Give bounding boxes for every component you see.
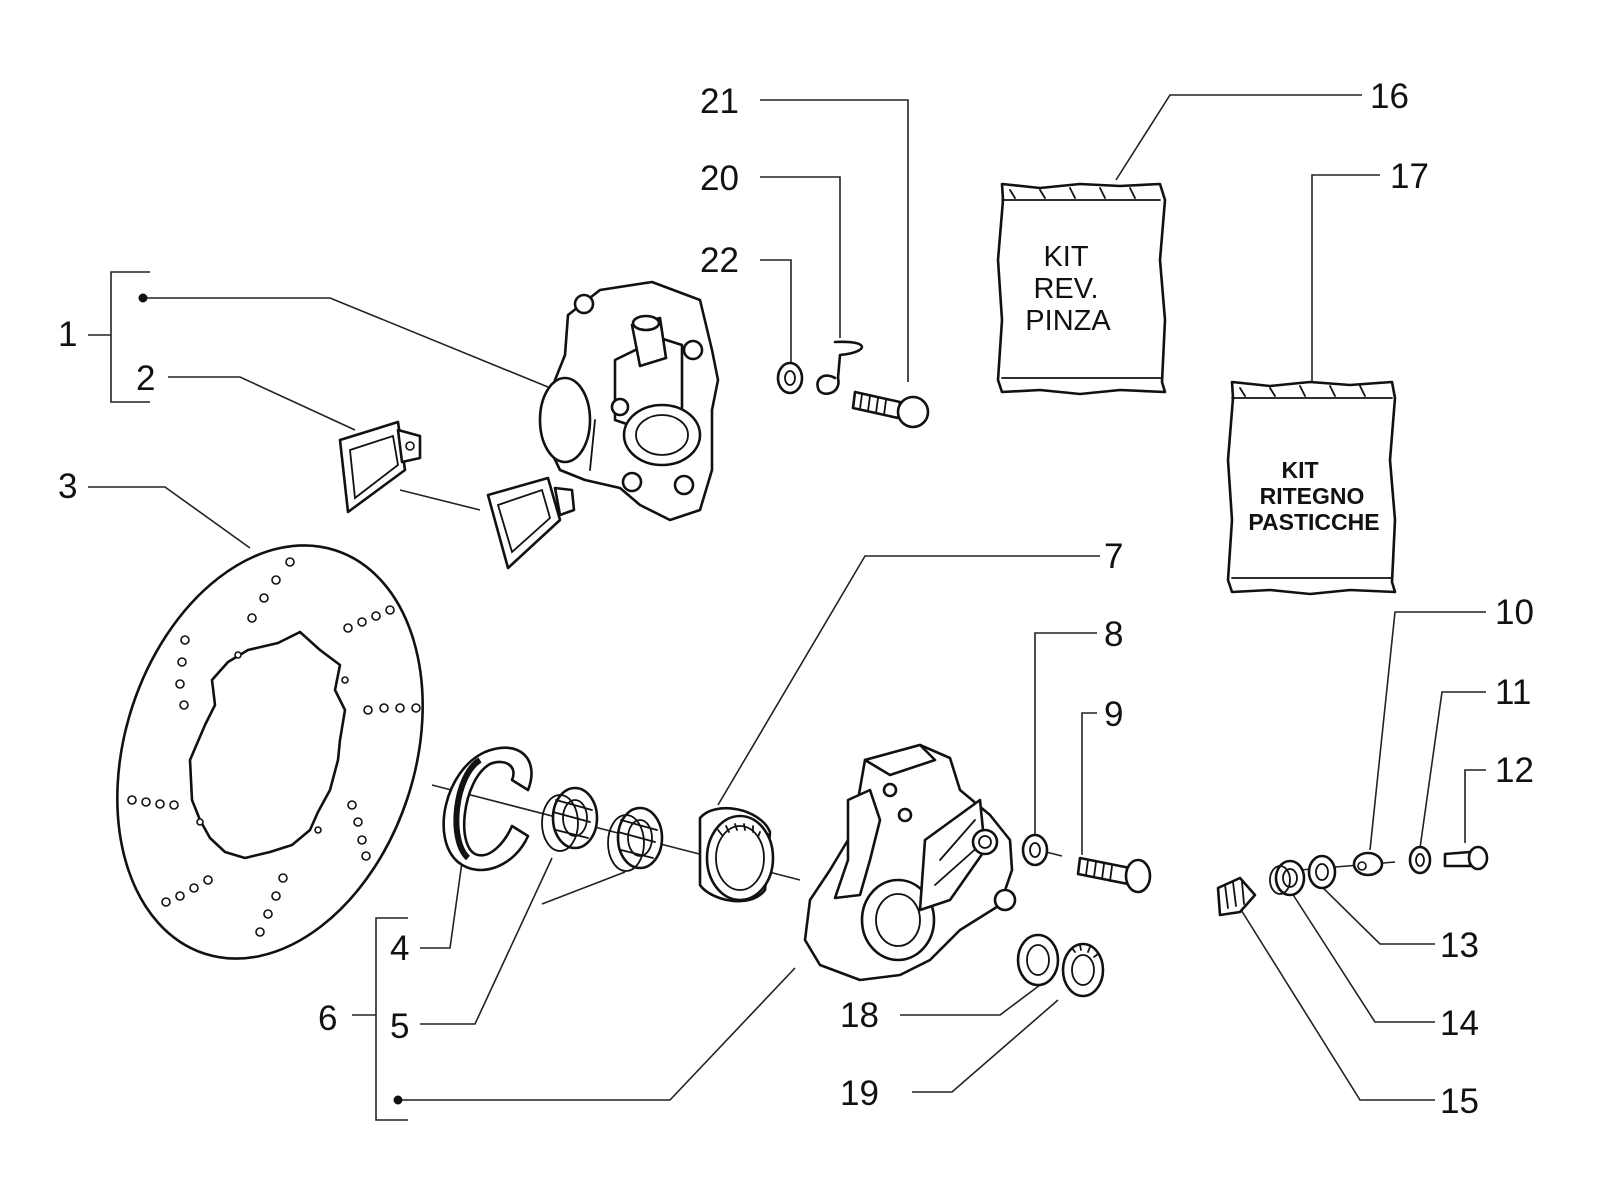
- kit17-line1: KIT: [1281, 457, 1318, 483]
- callout-9: 9: [1104, 695, 1123, 734]
- brake-pads-icon: [338, 420, 576, 570]
- caliper-fasteners: [776, 340, 930, 429]
- oil-seal-icon: [442, 746, 533, 872]
- parts-bag-kit16: KIT REV. PINZA: [996, 182, 1167, 396]
- callout-13: 13: [1440, 926, 1479, 965]
- callout-22: 22: [700, 241, 739, 280]
- hub-bolt-icon: [1021, 833, 1152, 894]
- seal-rings-icon: [1016, 933, 1105, 998]
- callout-10: 10: [1495, 593, 1534, 632]
- callout-16: 16: [1370, 77, 1409, 116]
- kit17-line2: RITEGNO: [1260, 483, 1365, 509]
- bearings-icon: [541, 786, 664, 872]
- callout-4: 4: [390, 929, 409, 968]
- callout-21: 21: [700, 82, 739, 121]
- callout-17: 17: [1390, 157, 1429, 196]
- leader-lines: [88, 94, 1486, 1121]
- callout-20: 20: [700, 159, 739, 198]
- sensor-parts-icon: [1216, 845, 1489, 917]
- callout-2: 2: [136, 359, 155, 398]
- disc-holes: [127, 557, 421, 937]
- wheel-hub-icon: [803, 743, 1017, 982]
- callout-8: 8: [1104, 615, 1123, 654]
- callout-6: 6: [318, 999, 337, 1038]
- callout-7: 7: [1104, 537, 1123, 576]
- callout-19: 19: [840, 1074, 879, 1113]
- callout-12: 12: [1495, 751, 1534, 790]
- kit17-line3: PASTICCHE: [1248, 509, 1379, 535]
- callout-1: 1: [58, 315, 77, 354]
- kit16-line2: REV.: [1033, 273, 1098, 305]
- kit16-line3: PINZA: [1025, 305, 1111, 337]
- callout-numbers: 1 2 3 4 5 6 7 8 9 10 11 12 13 14 15 16 1…: [58, 77, 1534, 1121]
- parts-bag-kit17: KIT RITEGNO PASTICCHE: [1226, 380, 1397, 596]
- callout-15: 15: [1440, 1082, 1479, 1121]
- callout-18: 18: [840, 996, 879, 1035]
- spacer-ring-icon: [698, 806, 775, 903]
- kit16-line1: KIT: [1043, 241, 1088, 273]
- brake-disc-icon: [116, 544, 424, 960]
- callout-11: 11: [1495, 673, 1531, 712]
- brake-caliper-icon: [538, 280, 720, 522]
- callout-3: 3: [58, 467, 77, 506]
- callout-14: 14: [1440, 1004, 1479, 1043]
- callout-5: 5: [390, 1007, 409, 1046]
